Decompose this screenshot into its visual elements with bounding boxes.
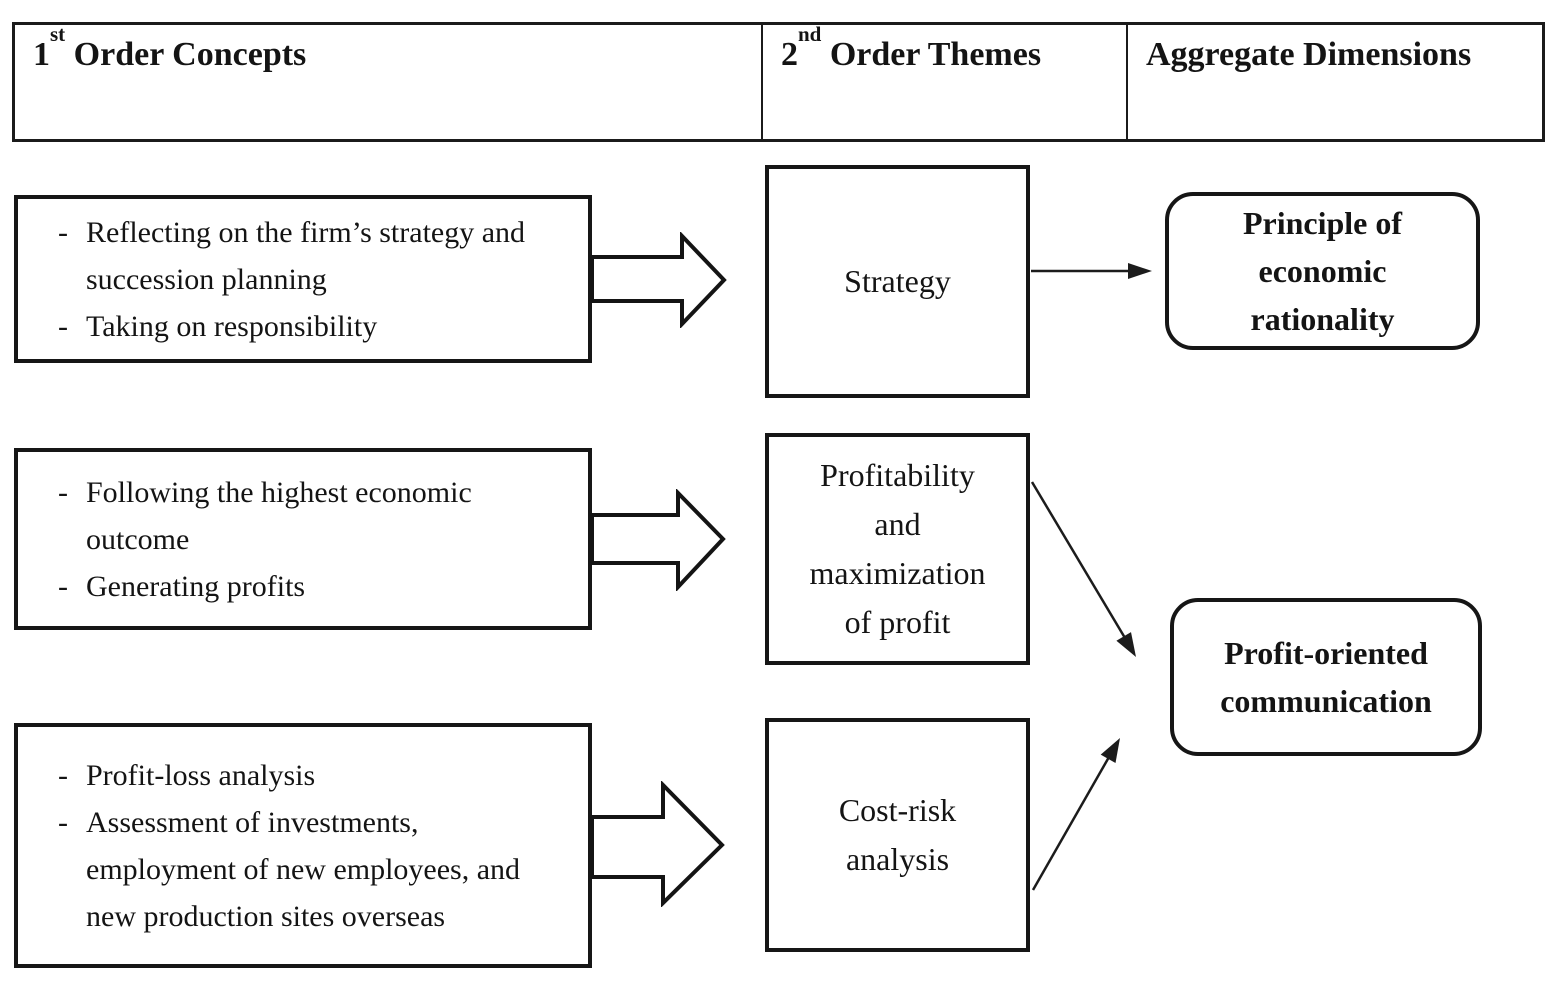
bullet-text: Reflecting on the firm’s strategy and su… [86,215,526,296]
bullet-text: Taking on responsibility [86,309,378,343]
header-label: Order Themes [821,36,1042,73]
theme-box-cost-risk: Cost-risk analysis [765,718,1030,952]
theme-box-strategy: Strategy [765,165,1030,398]
theme-box-profitability: Profitability and maximization of profit [765,433,1030,665]
concept-box-cost-risk: - Profit-loss analysis - Assessment of i… [14,723,592,968]
connector-arrow-strategy-to-principle-icon [1031,263,1152,279]
bullet-text: Following the highest economic outcome [86,475,472,556]
theme-label: Profitability and maximization of profit [809,457,986,640]
bullet-dash: - [58,758,68,792]
list-item: - Generating profits [58,563,578,610]
header-ordinal-suffix: st [50,22,66,47]
bullet-dash: - [58,309,68,343]
header-table: 1st Order Concepts 2nd Order Themes Aggr… [12,22,1545,142]
list-item: - Reflecting on the firm’s strategy and … [58,209,578,303]
theme-label: Cost-risk analysis [838,792,957,877]
header-ordinal-suffix: nd [798,22,822,47]
header-cell-first-order-concepts: 1st Order Concepts [15,22,761,139]
dimension-box-profit-oriented-communication: Profit-oriented communication [1170,598,1482,756]
concept-box-strategy: - Reflecting on the firm’s strategy and … [14,195,592,363]
bullet-list: - Reflecting on the firm’s strategy and … [18,209,588,350]
dimension-box-principle-economic-rationality: Principle of economic rationality [1165,192,1480,350]
bullet-dash: - [58,215,68,249]
bullet-text: Assessment of investments, employment of… [86,805,521,933]
block-arrow-row3-icon [590,781,725,907]
list-item: - Following the highest economic outcome [58,469,578,563]
list-item: - Profit-loss analysis [58,752,578,799]
bullet-dash: - [58,475,68,509]
header-cell-second-order-themes: 2nd Order Themes [761,22,1126,139]
block-arrow-row2-icon [590,489,726,591]
bullet-list: - Profit-loss analysis - Assessment of i… [18,752,588,940]
header-label: Order Concepts [65,36,307,73]
bullet-text: Profit-loss analysis [86,758,316,792]
theme-label: Strategy [844,263,951,299]
list-item: - Assessment of investments, employment … [58,799,578,940]
bullet-dash: - [58,569,68,603]
list-item: - Taking on responsibility [58,303,578,350]
connector-arrow-profitability-to-communication-icon [1030,481,1136,657]
header-cell-aggregate-dimensions: Aggregate Dimensions [1126,25,1542,139]
connector-arrow-costrisk-to-communication-icon [1031,738,1120,891]
header-label: Aggregate Dimensions [1146,36,1472,73]
header-number: 2 [781,36,798,73]
dimension-label: Principle of economic rationality [1242,205,1403,337]
block-arrow-row1-icon [590,232,727,328]
header-number: 1 [33,36,50,73]
bullet-dash: - [58,805,68,839]
bullet-list: - Following the highest economic outcome… [18,469,588,610]
concept-box-profitability: - Following the highest economic outcome… [14,448,592,630]
bullet-text: Generating profits [86,569,306,603]
dimension-label: Profit-oriented communication [1220,635,1432,719]
